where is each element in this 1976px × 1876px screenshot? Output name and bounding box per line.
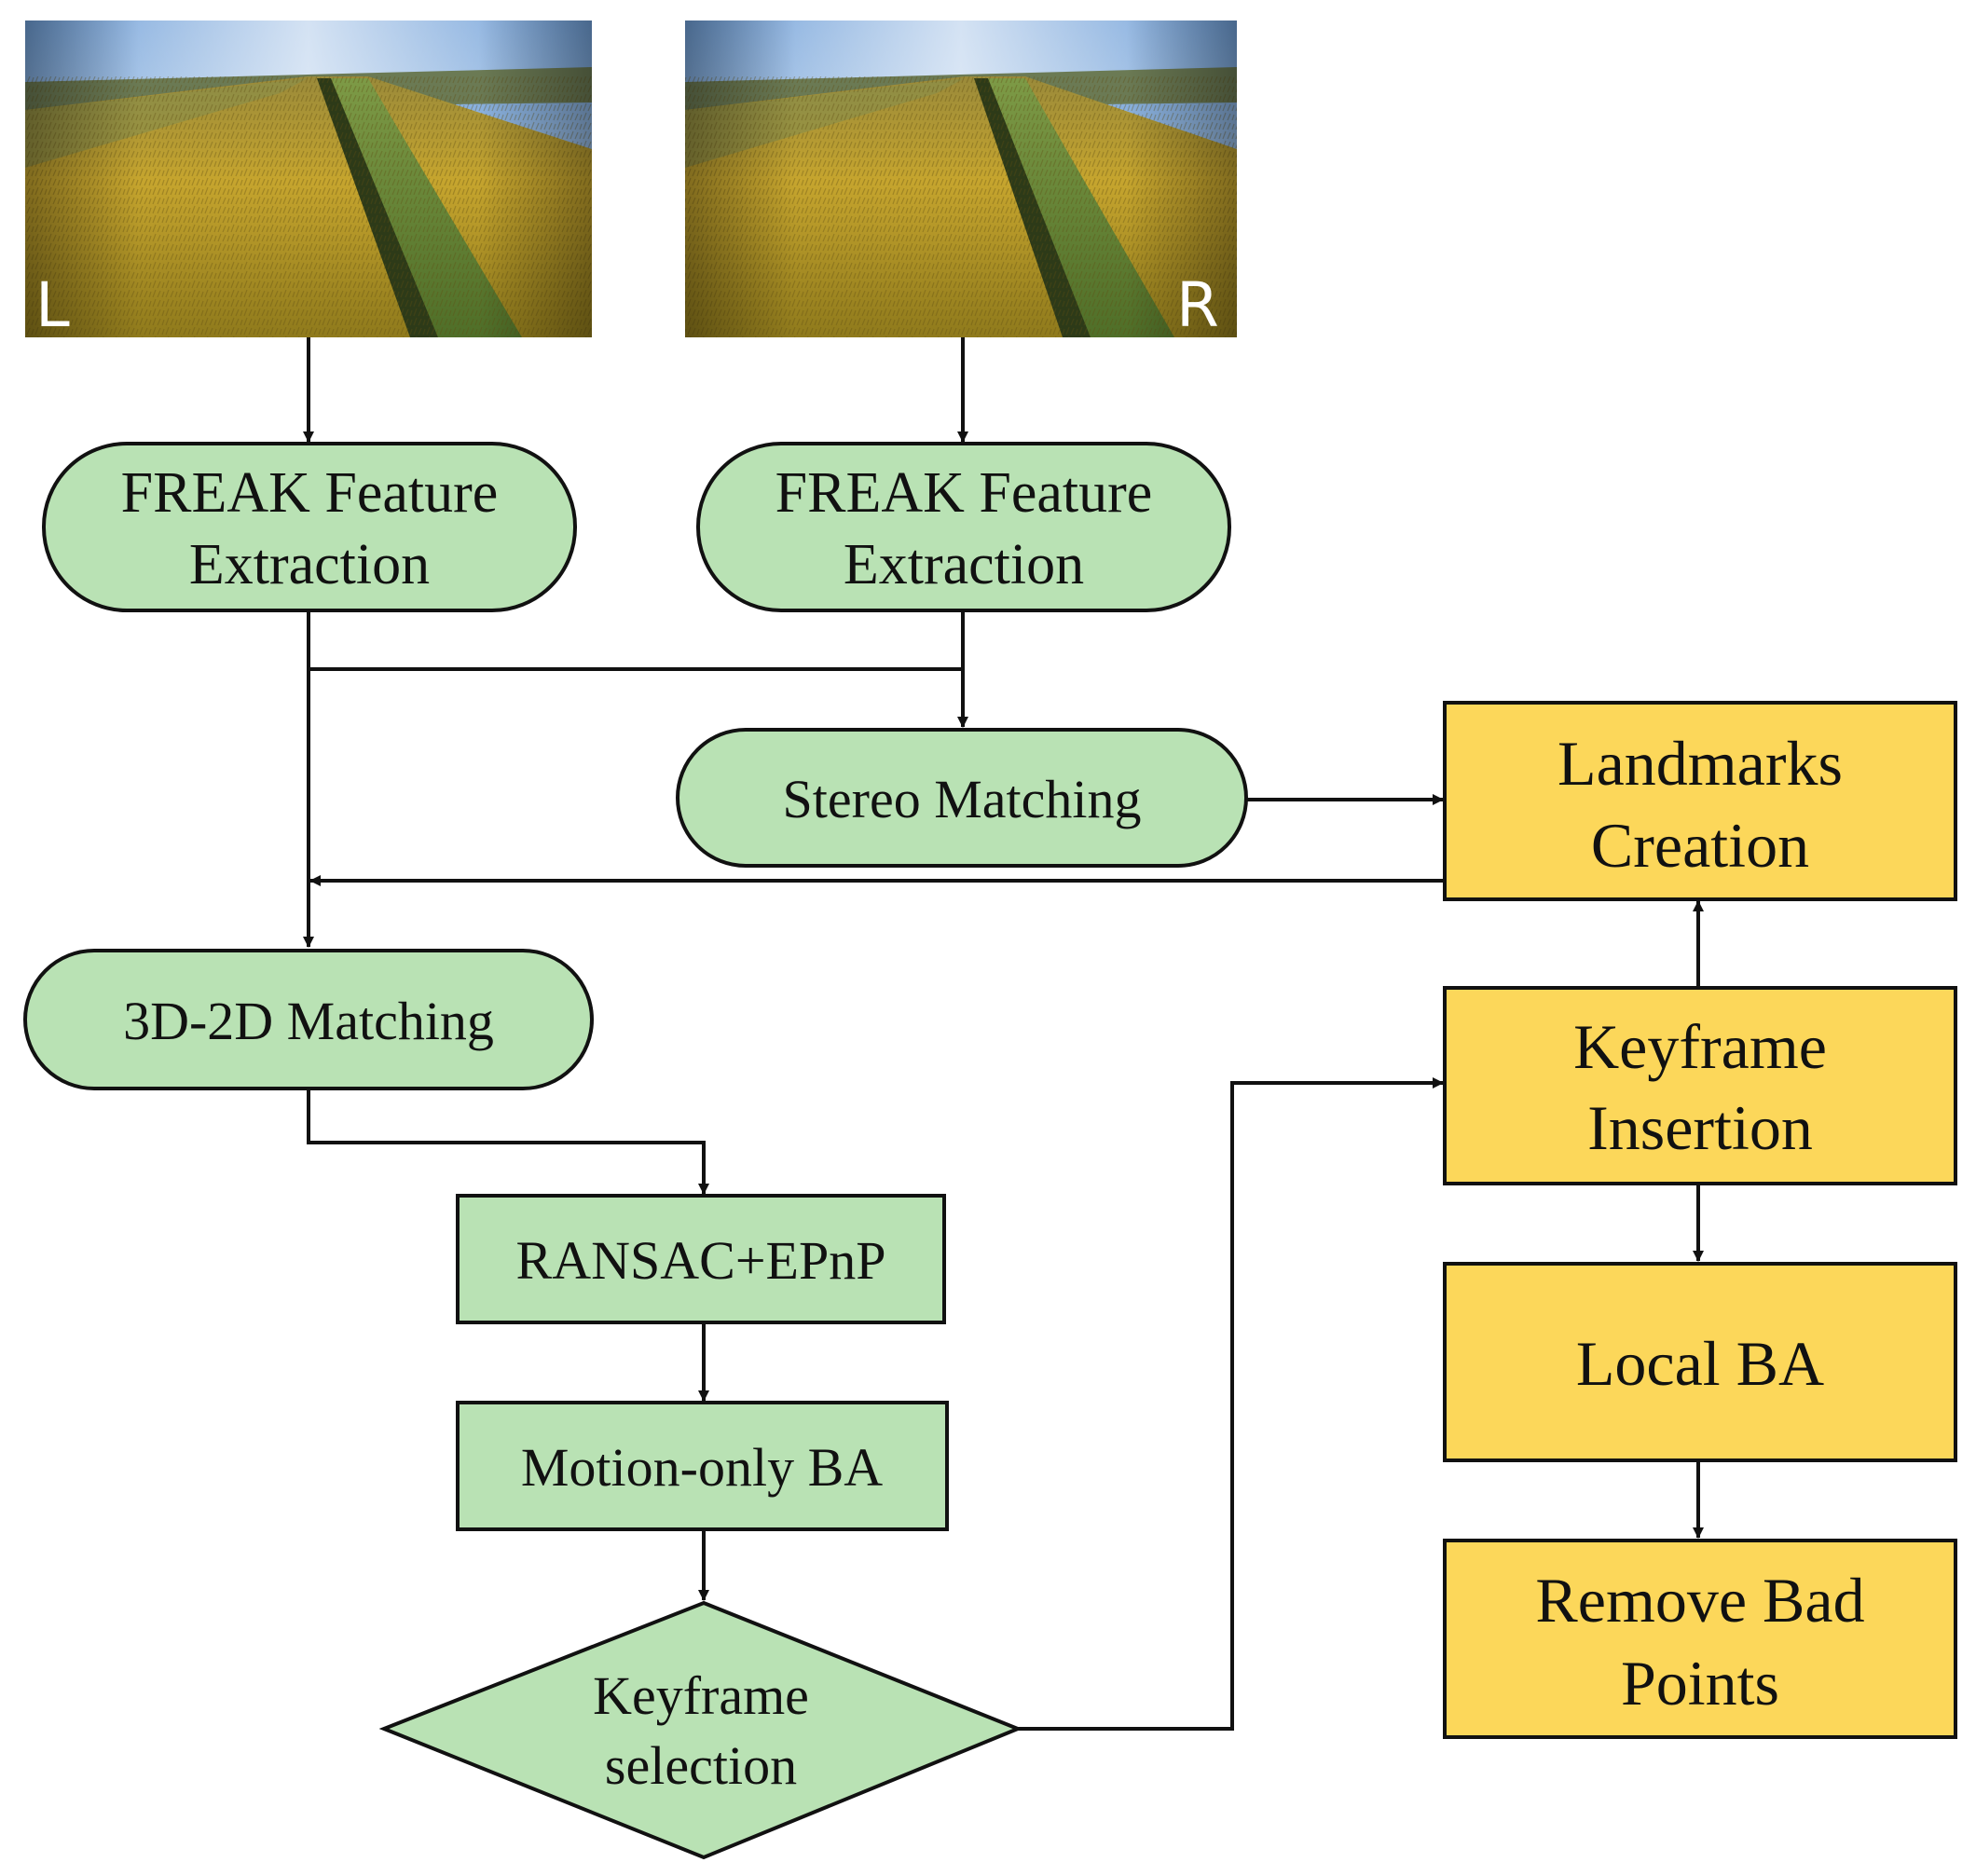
- freak-left-line2: Extraction: [189, 533, 430, 596]
- keyframe-selection-line2: selection: [605, 1735, 797, 1796]
- ransac-epnp-node: RANSAC+EPnP: [456, 1194, 946, 1324]
- keyframe-selection-node: Keyframe selection: [378, 1600, 1023, 1860]
- local-ba-label: Local BA: [1576, 1328, 1824, 1399]
- keyframe-insertion-node: Keyframe Insertion: [1443, 986, 1957, 1185]
- keyframe-insertion-line2: Insertion: [1587, 1092, 1813, 1163]
- landmarks-creation-line1: Landmarks: [1557, 728, 1843, 799]
- keyframe-insertion-line1: Keyframe: [1573, 1011, 1827, 1082]
- arrow-3d2d-to-ransac: [307, 1089, 709, 1195]
- right-camera-image: R: [685, 21, 1237, 341]
- remove-bad-points-line1: Remove Bad: [1535, 1565, 1864, 1636]
- right-camera-label: R: [1176, 269, 1219, 341]
- left-camera-image: L: [25, 21, 592, 341]
- arrow-selection-to-insertion: [1018, 1077, 1444, 1731]
- ransac-epnp-label: RANSAC+EPnP: [516, 1230, 886, 1291]
- local-ba-node: Local BA: [1443, 1262, 1957, 1462]
- keyframe-selection-line1: Keyframe: [593, 1665, 809, 1726]
- motion-only-ba-node: Motion-only BA: [456, 1401, 949, 1531]
- freak-right-line1: FREAK Feature: [775, 461, 1153, 525]
- freak-left-node: FREAK Feature Extraction: [42, 442, 577, 612]
- stereo-matching-node: Stereo Matching: [676, 728, 1248, 868]
- stereo-matching-label: Stereo Matching: [783, 769, 1142, 829]
- freak-left-line1: FREAK Feature: [121, 461, 499, 525]
- connectors: [303, 337, 1704, 1731]
- motion-only-ba-label: Motion-only BA: [521, 1437, 883, 1498]
- landmarks-creation-line2: Creation: [1591, 810, 1809, 881]
- freak-right-node: FREAK Feature Extraction: [696, 442, 1231, 612]
- landmarks-creation-node: Landmarks Creation: [1443, 701, 1957, 901]
- matching-3d2d-node: 3D-2D Matching: [23, 949, 594, 1090]
- remove-bad-points-node: Remove Bad Points: [1443, 1539, 1957, 1739]
- remove-bad-points-line2: Points: [1621, 1648, 1779, 1719]
- freak-right-line2: Extraction: [844, 533, 1084, 596]
- matching-3d2d-label: 3D-2D Matching: [123, 991, 494, 1051]
- left-camera-label: L: [35, 269, 70, 341]
